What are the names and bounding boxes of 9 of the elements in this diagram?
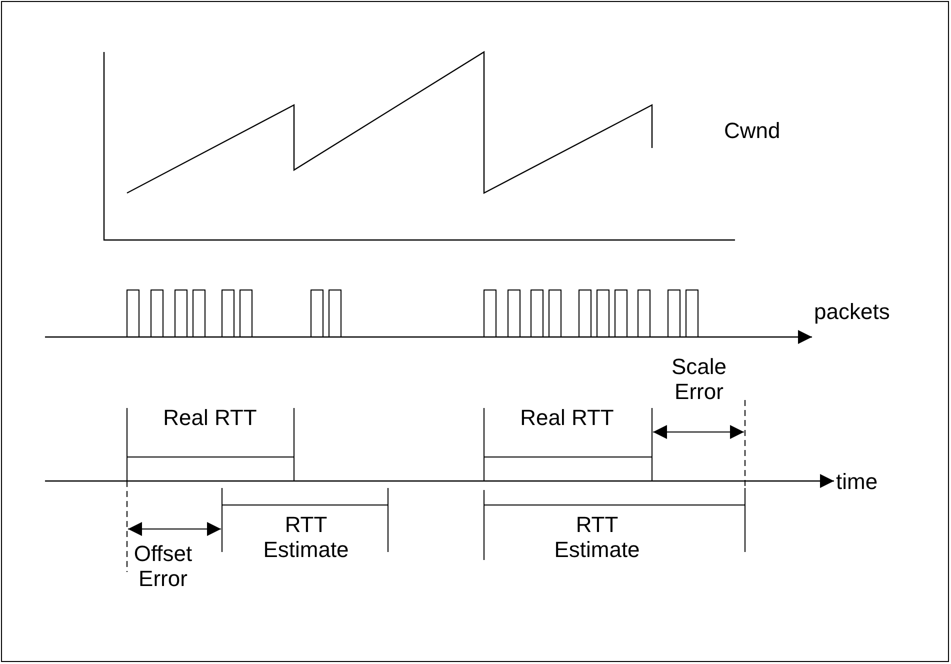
interval-label: Scale Error (670, 354, 728, 404)
axis-label: packets (814, 299, 891, 324)
graph-label: Cwnd (724, 118, 782, 143)
interval-label: Real RTT (162, 405, 258, 430)
interval-label: Offset Error (132, 541, 194, 591)
interval-label: Real RTT (519, 405, 615, 430)
axis-label: time (836, 469, 879, 494)
interval-label: RTT Estimate (553, 512, 641, 562)
interval-label: RTT Estimate (262, 512, 350, 562)
